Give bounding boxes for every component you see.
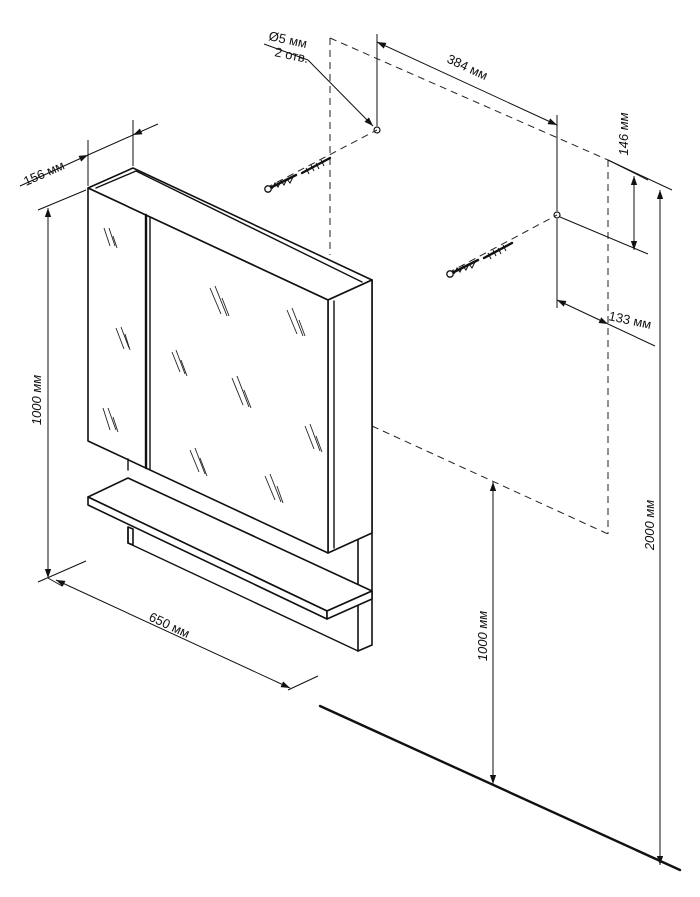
label-mount-height: 1000 мм	[475, 611, 490, 661]
dimension-hole-offset-top	[559, 159, 649, 255]
leader-hole-diameter	[263, 43, 374, 127]
label-cabinet-height: 1000 мм	[29, 375, 44, 425]
dimension-cabinet-height	[37, 189, 87, 583]
mirror-glints	[102, 227, 323, 504]
screw-dowel-lower	[446, 241, 514, 278]
label-hole-offset-side: 133 мм	[607, 308, 652, 332]
label-depth: 156 мм	[21, 157, 67, 188]
shelf-support	[127, 526, 134, 546]
label-hole-offset-top: 146 мм	[616, 112, 631, 155]
label-hole-spacing: 384 мм	[445, 51, 491, 83]
screw-dowel-upper	[264, 156, 332, 193]
dimension-hole-offset-side	[556, 219, 656, 347]
dimension-depth	[19, 120, 159, 187]
label-total-height: 2000 мм	[642, 500, 657, 551]
wall-outline	[329, 37, 609, 535]
dimension-width	[47, 577, 319, 691]
floor-line	[318, 704, 682, 872]
dimension-total-height	[607, 159, 673, 865]
cabinet-body	[87, 167, 373, 554]
dimension-hole-spacing	[376, 34, 558, 211]
label-width: 650 мм	[147, 609, 193, 641]
label-hole-count: 2 отв.	[273, 44, 310, 66]
